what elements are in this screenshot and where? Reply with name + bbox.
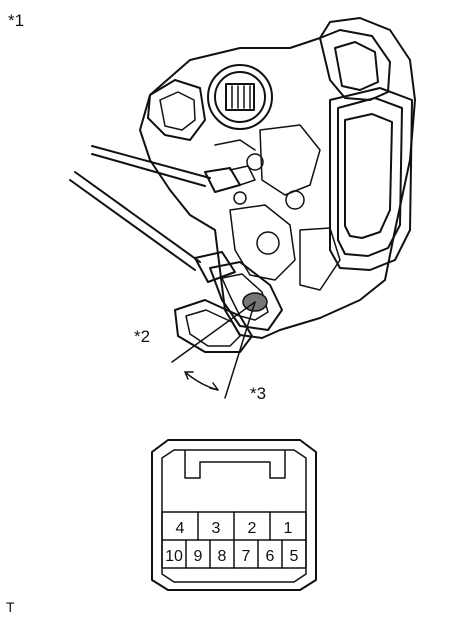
connector-face: 4 3 2 1 10 9 8 7 6 5 xyxy=(151,439,317,591)
callout-2: *2 xyxy=(134,327,151,346)
pin-label: 8 xyxy=(218,548,227,565)
pin-label: 10 xyxy=(165,548,183,565)
pin-label: 7 xyxy=(242,548,251,565)
pin-label: 4 xyxy=(176,520,185,537)
pin-label: 1 xyxy=(284,520,293,537)
pin-label: 5 xyxy=(290,548,299,565)
pin-label: 3 xyxy=(212,520,221,537)
pin-label: 6 xyxy=(266,548,275,565)
pin-label: 9 xyxy=(194,548,203,565)
corner-mark: T xyxy=(6,599,15,615)
callout-3: *3 xyxy=(250,384,267,403)
callout-1: *1 xyxy=(8,11,25,30)
pin-label: 2 xyxy=(248,520,257,537)
